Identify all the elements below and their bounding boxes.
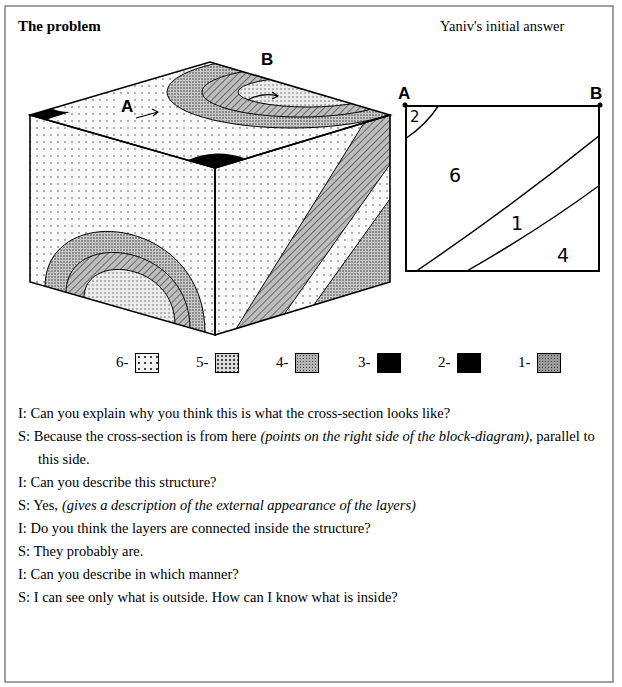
legend-number: 2- (438, 354, 451, 371)
transcript-text: I: Can you describe this structure? (18, 474, 217, 490)
transcript-line: S: Because the cross-section is from her… (18, 425, 606, 471)
legend-number: 5- (196, 354, 209, 371)
legend-swatch (377, 353, 401, 373)
transcript-text: S: Because the cross-section is from her… (18, 428, 256, 444)
panel-heading: Yaniv's initial answer (440, 18, 564, 35)
transcript-line: S: They probably are. (18, 540, 606, 563)
layer-number: 4 (557, 245, 569, 265)
point-letter: B (590, 84, 602, 104)
point-letter: A (120, 97, 134, 117)
transcript-line: S: Yes,(gives a description of the exter… (18, 494, 606, 517)
legend-swatch (457, 353, 481, 373)
layer-number: 6 (449, 165, 461, 185)
legend-number: 4- (276, 354, 289, 371)
transcript-text: (gives a description of the external app… (62, 497, 416, 513)
contact-lines (405, 105, 600, 272)
transcript-line: I: Can you describe in which manner? (18, 563, 606, 586)
legend-swatch (135, 353, 159, 373)
legend-swatch (537, 353, 561, 373)
cross-section-box: 2 6 1 4 (405, 105, 600, 272)
layer-number: 2 (410, 109, 420, 126)
legend-swatch (295, 353, 319, 373)
transcript-text: S: They probably are. (18, 543, 143, 559)
point-letter: A (398, 84, 410, 104)
transcript-line: I: Can you describe this structure? (18, 471, 606, 494)
transcript-text: S: Yes, (18, 497, 58, 513)
legend-number: 1- (518, 354, 531, 371)
interview-transcript: I: Can you explain why you think this is… (18, 402, 606, 609)
layer-number: 1 (511, 213, 523, 233)
legend-swatch (215, 353, 239, 373)
legend-number: 3- (358, 354, 371, 371)
panel-heading: The problem (18, 18, 101, 35)
transcript-line: I: Can you explain why you think this is… (18, 402, 606, 425)
transcript-text: I: Can you describe in which manner? (18, 566, 239, 582)
transcript-text: (points on the right side of the block-d… (260, 428, 529, 444)
transcript-text: I: Do you think the layers are connected… (18, 520, 371, 536)
transcript-text: I: Can you explain why you think this is… (18, 405, 450, 421)
transcript-text: S: I can see only what is outside. How c… (18, 589, 398, 605)
legend-number: 6- (116, 354, 129, 371)
transcript-line: I: Do you think the layers are connected… (18, 517, 606, 540)
point-letter: B (261, 50, 273, 70)
transcript-line: S: I can see only what is outside. How c… (18, 586, 606, 609)
